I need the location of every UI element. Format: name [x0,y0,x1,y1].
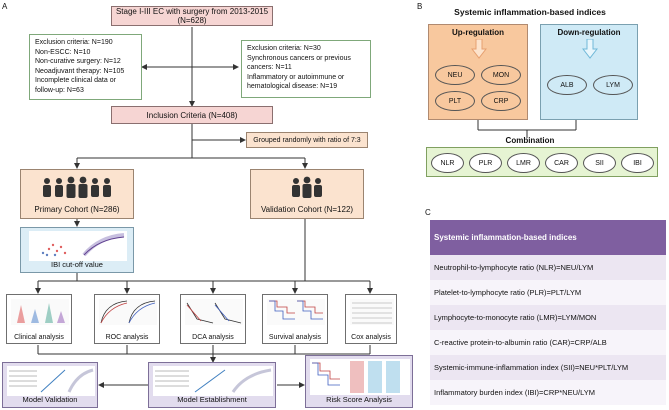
clinical-analysis-box: Clinical analysis [6,294,72,344]
panel-b-title: Systemic inflammation-based indices [454,7,606,17]
analysis-label: Clinical analysis [14,334,64,341]
model-validation-box: Model Validation [2,362,98,408]
ibi-plot-thumbnail [29,231,127,261]
exclusion-line: follow-up: N=63 [35,86,84,94]
combination-item-ellipse: SII [583,153,616,173]
up-regulation-region: Up-regulation NEU MON PLT CRP [428,24,528,120]
table-row: Lymphocyte-to-monocyte ratio (LMR)=LYM/M… [430,305,666,330]
combination-item-ellipse: NLR [431,153,464,173]
validation-cohort-box: Validation Cohort (N=122) [250,169,364,219]
combination-item-ellipse: LMR [507,153,540,173]
panel-b-letter: B [417,2,423,11]
inclusion-box: Inclusion Criteria (N=408) [111,106,273,124]
clinical-plot-thumbnail [11,299,69,325]
exclusion-line: Non-curative surgery: N=12 [35,58,121,65]
model-establishment-label: Model Establishment [177,395,247,404]
up-item-ellipse: MON [481,65,521,85]
exclusion-right-box: Exclusion criteria: N=30 Synchronous can… [241,40,371,98]
primary-cohort-box: Primary Cohort (N=286) [20,169,134,219]
ibi-cutoff-box: IBI cut-off value [20,227,134,273]
up-item-ellipse: NEU [435,65,475,85]
panel-c-letter: C [425,208,431,217]
exclusion-line: Neoadjuvant therapy: N=105 [35,67,125,75]
table-row: Inflammatory burden index (IBI)=CRP*NEU/… [430,380,666,405]
exclusion-left-box: Exclusion criteria: N=190 Non-ESCC: N=10… [29,34,142,100]
exclusion-line: Exclusion criteria: N=30 [247,45,321,52]
analysis-label: DCA analysis [192,334,234,341]
table-header: Systemic inflammation-based indices [430,220,666,255]
down-arrow-icon [471,39,487,59]
table-row: C-reactive protein-to-albumin ratio (CAR… [430,330,666,355]
dca-plot-thumbnail [185,299,243,325]
exclusion-line: Synchronous cancers or previous [247,54,351,62]
ibi-cutoff-label: IBI cut-off value [51,260,103,269]
risk-score-analysis-label: Risk Score Analysis [326,395,392,404]
panel-a-letter: A [2,2,8,11]
down-arrow-icon [582,39,598,59]
down-item-ellipse: ALB [547,75,587,95]
down-regulation-title: Down-regulation [557,28,621,37]
exclusion-line: Inflammatory or autoimmune or [247,73,345,81]
grouped-box: Grouped randomly with ratio of 7:3 [246,132,368,148]
survival-plot-thumbnail [267,299,325,325]
exclusion-line: cancers: N=11 [247,64,292,71]
dca-analysis-box: DCA analysis [180,294,246,344]
combination-item-ellipse: CAR [545,153,578,173]
cox-analysis-box: Cox analysis [345,294,397,344]
people-group-icon [43,176,111,198]
table-row: Systemic-immune-inflammation index (SII)… [430,355,666,380]
down-item-ellipse: LYM [593,75,633,95]
model-validation-label: Model Validation [22,395,78,404]
up-regulation-title: Up-regulation [452,28,504,37]
roc-plot-thumbnail [99,299,157,325]
table-row: Platelet-to-lymphocyte ratio (PLR)=PLT/L… [430,280,666,305]
stage-box: Stage I-III EC with surgery from 2013-20… [111,6,273,26]
survival-analysis-box: Survival analysis [262,294,328,344]
people-group-icon [292,176,322,198]
indices-table: Systemic inflammation-based indices Neut… [430,220,666,406]
exclusion-line: Incomplete clinical data or [35,77,116,84]
validation-plot-thumbnail [7,366,95,396]
combination-item-ellipse: IBI [621,153,654,173]
combination-band: NLR PLR LMR CAR SII IBI [426,147,658,177]
roc-analysis-box: ROC analysis [94,294,160,344]
analysis-label: ROC analysis [105,334,149,341]
up-item-ellipse: CRP [481,91,521,111]
risk-score-plot-thumbnail [310,359,410,395]
up-item-ellipse: PLT [435,91,475,111]
exclusion-line: Exclusion criteria: N=190 [35,39,113,46]
primary-cohort-label: Primary Cohort (N=286) [34,205,120,214]
combination-label: Combination [505,136,555,145]
down-regulation-region: Down-regulation ALB LYM [540,24,638,120]
table-row: Neutrophil-to-lymphocyte ratio (NLR)=NEU… [430,255,666,280]
analysis-label: Cox analysis [351,334,391,341]
validation-cohort-label: Validation Cohort (N=122) [260,205,354,214]
establishment-plot-thumbnail [153,366,273,396]
analysis-label: Survival analysis [268,334,322,341]
exclusion-line: Non-ESCC: N=10 [35,48,91,56]
model-establishment-box: Model Establishment [148,362,276,408]
risk-score-analysis-box: Risk Score Analysis [305,355,413,408]
cox-table-thumbnail [350,299,394,325]
exclusion-line: hematological disease: N=19 [247,83,338,90]
combination-item-ellipse: PLR [469,153,502,173]
